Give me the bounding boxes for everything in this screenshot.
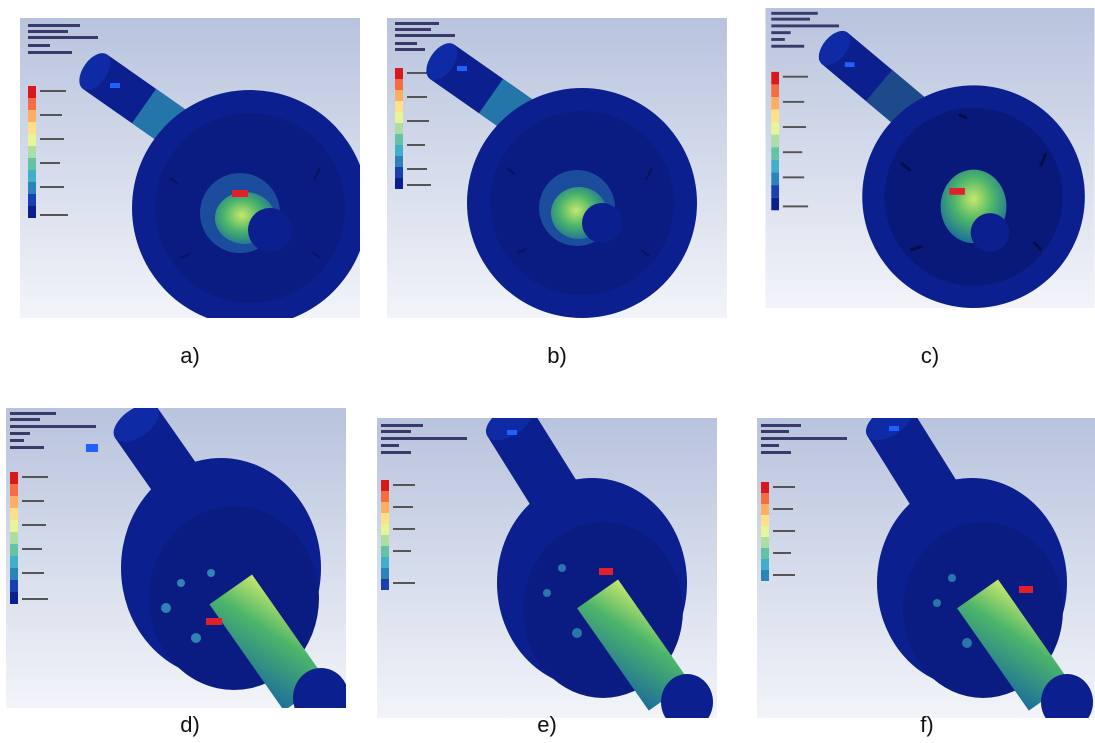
shaft-part xyxy=(113,408,346,708)
min-stress-marker xyxy=(86,444,98,452)
shaft-part xyxy=(79,53,360,318)
color-legend xyxy=(761,482,795,581)
caption-e: e) xyxy=(537,712,557,737)
info-text-block xyxy=(761,424,847,454)
min-stress-marker xyxy=(507,430,517,435)
max-stress-marker xyxy=(1019,586,1033,593)
max-stress-marker xyxy=(206,618,222,625)
panel-d xyxy=(6,408,346,708)
max-stress-marker xyxy=(949,188,965,195)
min-stress-marker xyxy=(457,66,467,71)
info-text-block xyxy=(771,11,840,48)
info-text-block xyxy=(381,424,467,454)
fea-render-c xyxy=(765,8,1095,308)
shaft-part xyxy=(485,418,713,718)
panel-a xyxy=(20,18,360,318)
min-stress-marker xyxy=(889,426,899,431)
color-legend xyxy=(395,68,431,189)
panel-e xyxy=(377,418,717,718)
min-stress-marker xyxy=(110,83,120,88)
info-text-block xyxy=(28,24,98,54)
caption-f: f) xyxy=(920,712,934,737)
fea-render-e xyxy=(377,418,717,718)
shaft-part xyxy=(426,43,697,318)
info-text-block xyxy=(10,412,96,449)
caption-a: a) xyxy=(180,343,200,368)
fea-render-a xyxy=(20,18,360,318)
info-text-block xyxy=(395,22,455,51)
fea-render-d xyxy=(6,408,346,708)
panel-b xyxy=(387,18,727,318)
max-stress-marker xyxy=(232,190,248,197)
max-stress-marker xyxy=(599,568,613,575)
shaft-part xyxy=(865,418,1093,718)
caption-d: d) xyxy=(180,712,200,737)
color-legend xyxy=(771,71,809,211)
fea-render-b xyxy=(387,18,727,318)
panel-c xyxy=(760,8,1095,308)
color-legend xyxy=(28,86,68,218)
color-legend xyxy=(381,480,415,590)
color-legend xyxy=(10,472,48,604)
min-stress-marker xyxy=(844,62,855,68)
panel-f xyxy=(757,418,1095,718)
fea-render-f xyxy=(757,418,1095,718)
caption-b: b) xyxy=(547,343,567,368)
caption-c: c) xyxy=(920,343,940,368)
